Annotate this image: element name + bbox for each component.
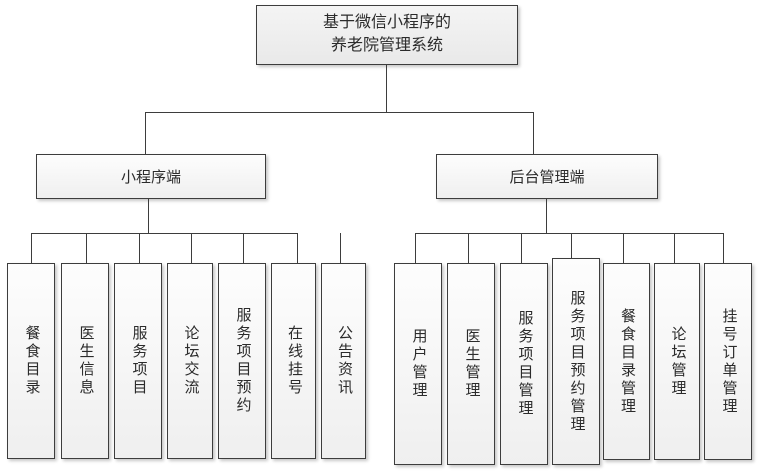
- leaf-node-forum[interactable]: 论坛交流: [167, 263, 213, 459]
- leaf-node-forum-management[interactable]: 论坛管理: [654, 263, 700, 460]
- leaf-label: 医生管理: [463, 328, 480, 400]
- leaf-node-meal-catalog[interactable]: 餐食目录: [7, 263, 55, 459]
- connector-branch1-leaf-6: [297, 233, 298, 263]
- connector-branch1-leaf-5: [243, 233, 244, 263]
- connector-branch2-drop: [533, 112, 534, 154]
- connector-branch1-leaf-2: [86, 233, 87, 263]
- connector-branch2-leaf-5: [623, 233, 624, 263]
- leaf-node-service-item[interactable]: 服务项目: [114, 263, 162, 459]
- branch-node-admin[interactable]: 后台管理端: [436, 154, 658, 199]
- leaf-label: 用户管理: [410, 328, 427, 400]
- connector-branch2-stem: [546, 199, 547, 233]
- leaf-node-doctor-management[interactable]: 医生管理: [447, 263, 495, 465]
- leaf-label: 餐食目录管理: [619, 307, 635, 416]
- connector-branch1-leaf-1: [31, 233, 32, 263]
- leaf-node-user-management[interactable]: 用户管理: [394, 263, 442, 465]
- connector-branch1-leaf-3: [139, 233, 140, 263]
- connector-branch2-leaf-1: [415, 233, 416, 263]
- connector-root-stem: [386, 65, 387, 112]
- connector-branch1-drop: [145, 112, 146, 154]
- leaf-label: 论坛管理: [669, 325, 686, 398]
- connector-branch1-leaf-7: [340, 233, 341, 263]
- leaf-node-service-booking-management[interactable]: 服务项目预约管理: [552, 258, 600, 465]
- leaf-label: 餐食目录: [23, 325, 40, 397]
- branch-node-mini-program[interactable]: 小程序端: [36, 154, 266, 199]
- root-node-label-line2: 养老院管理系统: [330, 37, 443, 54]
- leaf-node-meal-catalog-management[interactable]: 餐食目录管理: [603, 263, 650, 460]
- leaf-node-service-item-management[interactable]: 服务项目管理: [500, 263, 548, 465]
- connector-branch2-leaf-6: [674, 233, 675, 263]
- connector-branch2-leaf-3: [521, 233, 522, 263]
- leaf-node-announcements[interactable]: 公告资讯: [321, 263, 366, 459]
- leaf-label: 服务项目管理: [516, 310, 533, 418]
- leaf-label: 挂号订单管理: [720, 307, 737, 416]
- connector-branch1-bar: [31, 233, 297, 234]
- connector-branch1-stem: [148, 199, 149, 233]
- branch-node-mini-program-label: 小程序端: [120, 170, 181, 186]
- branch-node-admin-label: 后台管理端: [509, 170, 585, 186]
- leaf-label: 论坛交流: [182, 325, 199, 397]
- leaf-label: 服务项目: [130, 325, 147, 397]
- connector-branch2-bar: [415, 233, 723, 234]
- leaf-label: 在线挂号: [286, 325, 302, 397]
- leaf-node-registration-order-management[interactable]: 挂号订单管理: [704, 263, 752, 460]
- leaf-node-service-booking[interactable]: 服务项目预约: [218, 263, 266, 459]
- connector-branch2-leaf-2: [468, 233, 469, 263]
- leaf-label: 医生信息: [77, 325, 94, 397]
- connector-branch1-leaf-4: [191, 233, 192, 263]
- connector-branch2-leaf-4: [571, 233, 572, 263]
- leaf-label: 公告资讯: [336, 325, 352, 397]
- leaf-label: 服务项目预约: [234, 307, 251, 415]
- leaf-node-doctor-info[interactable]: 医生信息: [61, 263, 109, 459]
- root-node-label-line1: 基于微信小程序的: [322, 14, 451, 32]
- connector-branch2-leaf-7: [723, 233, 724, 263]
- leaf-node-online-registration[interactable]: 在线挂号: [271, 263, 316, 459]
- leaf-label: 服务项目预约管理: [568, 289, 585, 434]
- connector-root-bar: [145, 112, 534, 113]
- root-node[interactable]: 基于微信小程序的 养老院管理系统: [256, 5, 518, 65]
